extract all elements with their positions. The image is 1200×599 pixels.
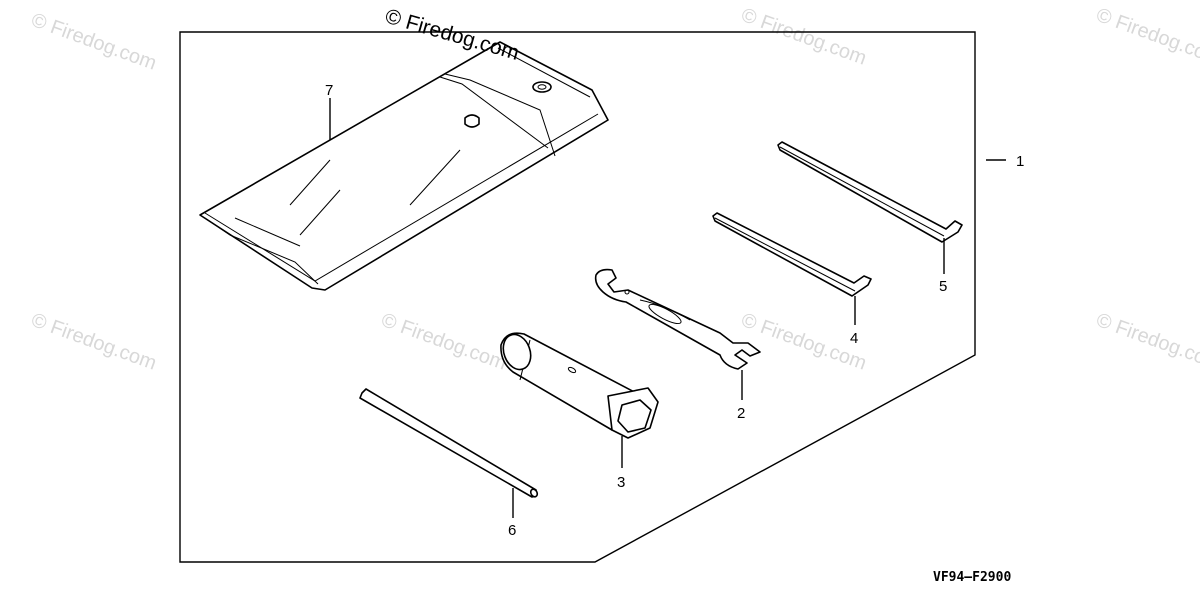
callout-1: 1 (1016, 153, 1024, 170)
watermark-tile: © Firedog.com (1093, 4, 1200, 70)
tool-bag (199, 41, 609, 291)
callout-5: 5 (939, 278, 947, 295)
drawing-code: VF94–F2900 (933, 570, 1011, 585)
callout-6: 6 (508, 522, 516, 539)
watermark-main: © Firedog.com (383, 5, 522, 65)
tool-rod (359, 388, 539, 498)
socket-wrench (500, 332, 659, 439)
callout-4: 4 (850, 330, 858, 347)
callout-2: 2 (737, 405, 745, 422)
watermark-tile: © Firedog.com (1093, 309, 1200, 375)
callout-7: 7 (325, 82, 333, 99)
hex-key-short (712, 212, 872, 297)
watermark-tiles: © Firedog.com © Firedog.com © Firedog.co… (28, 4, 1200, 375)
hex-key-long (777, 141, 963, 243)
watermark-tile: © Firedog.com (28, 309, 159, 375)
callout-3: 3 (617, 474, 625, 491)
open-end-wrench (594, 268, 761, 370)
kit-boundary (179, 31, 976, 563)
watermark-tile: © Firedog.com (378, 309, 509, 375)
watermark-tile: © Firedog.com (28, 9, 159, 75)
watermark-tile: © Firedog.com (738, 4, 869, 70)
